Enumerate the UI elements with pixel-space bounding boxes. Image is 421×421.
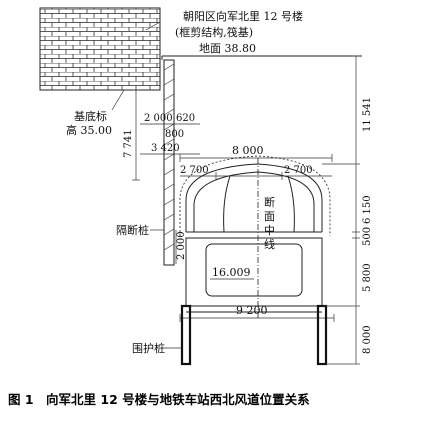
partition-pile (163, 59, 175, 266)
tunnel-lower-inner (205, 243, 303, 297)
dim-6150: 6 150 (362, 195, 373, 224)
dim-2000: 2 000 (144, 113, 173, 124)
base-elevation: 高 35.00 (66, 123, 112, 137)
dim-9200: 9 200 (236, 304, 268, 317)
building-name: 朝阳区向军北里 12 号楼 (183, 9, 303, 23)
retaining-pile-left (180, 304, 192, 366)
section-line-char-3: 中 (264, 224, 275, 237)
dim-3420: 3 420 (151, 143, 180, 154)
dim-8000-bottom: 8 000 (362, 325, 373, 354)
retaining-pile-label: 围护桩 (132, 341, 165, 355)
inner-wall-right (287, 175, 295, 233)
building-structure: (框剪结构,筏基) (175, 25, 253, 39)
dim-620: 620 (176, 113, 195, 124)
partition-pile-hatch (163, 63, 175, 251)
dim-8000-top: 8 000 (232, 144, 264, 157)
dim-2700-right: 2 700 (284, 165, 313, 176)
section-line-char-1: 断 (264, 195, 275, 209)
inner-wall-left (223, 175, 231, 233)
figure-caption: 图 1 向军北里 12 号楼与地铁车站西北风道位置关系 (8, 392, 310, 407)
building-block (39, 7, 161, 91)
tunnel-pre-support (179, 155, 331, 236)
section-line-char-2: 面 (264, 210, 275, 223)
tunnel-inner-vault (193, 171, 315, 232)
retaining-pile-right (316, 304, 328, 366)
dim-7741: 7 741 (123, 129, 134, 158)
partition-pile-label: 隔断桩 (116, 223, 149, 237)
inner-elevation: 16.009 (212, 266, 251, 279)
base-leader (111, 89, 125, 111)
dim-2700-left: 2 700 (180, 165, 209, 176)
dim-5800: 5 800 (362, 263, 373, 292)
dim-2000-vertical: 2 000 (176, 231, 187, 260)
dim-800: 800 (165, 129, 184, 140)
dim-11541: 11 541 (362, 97, 373, 132)
tunnel-lower-outer (185, 237, 323, 307)
base-label: 基底标 (74, 109, 107, 123)
dim-500: 500 (362, 227, 373, 246)
building-leader (145, 21, 161, 31)
ground-elevation: 地面 38.80 (199, 42, 256, 55)
